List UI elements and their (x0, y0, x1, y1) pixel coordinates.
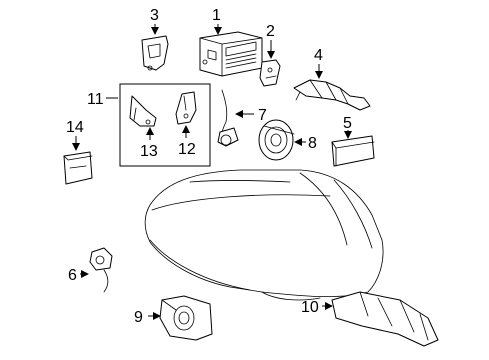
radio-head-unit (199, 31, 263, 77)
speaker-8 (258, 119, 295, 161)
module-5 (331, 135, 375, 167)
bracket-2 (259, 59, 281, 87)
bracket-4 (293, 79, 371, 111)
vehicle-outline (144, 169, 384, 301)
bracket-3 (141, 35, 169, 71)
callout-2: 2 (266, 23, 275, 40)
callout-3: 3 (150, 7, 159, 24)
callout-11: 11 (87, 91, 104, 108)
bracket-13 (129, 95, 157, 127)
speaker-housing-9 (159, 295, 213, 341)
callout-1: 1 (212, 7, 221, 24)
callout-13: 13 (140, 143, 158, 160)
duct-panel-10 (331, 291, 439, 347)
callout-5: 5 (343, 115, 352, 132)
callout-10: 10 (301, 299, 319, 316)
connector-6 (89, 247, 113, 293)
callout-14: 14 (66, 119, 84, 136)
callout-8: 8 (308, 135, 317, 152)
callout-9: 9 (134, 309, 143, 326)
callout-labels: 1 2 3 4 5 6 7 8 9 10 11 12 13 14 (66, 7, 352, 326)
callout-7: 7 (258, 107, 267, 124)
bracket-12 (175, 91, 197, 125)
callout-6: 6 (68, 267, 77, 284)
callout-12: 12 (178, 141, 196, 158)
sensor-7 (217, 89, 239, 147)
callout-4: 4 (314, 47, 323, 64)
module-14 (63, 151, 93, 185)
group-box-11 (119, 83, 211, 167)
leader-lines (72, 24, 352, 320)
